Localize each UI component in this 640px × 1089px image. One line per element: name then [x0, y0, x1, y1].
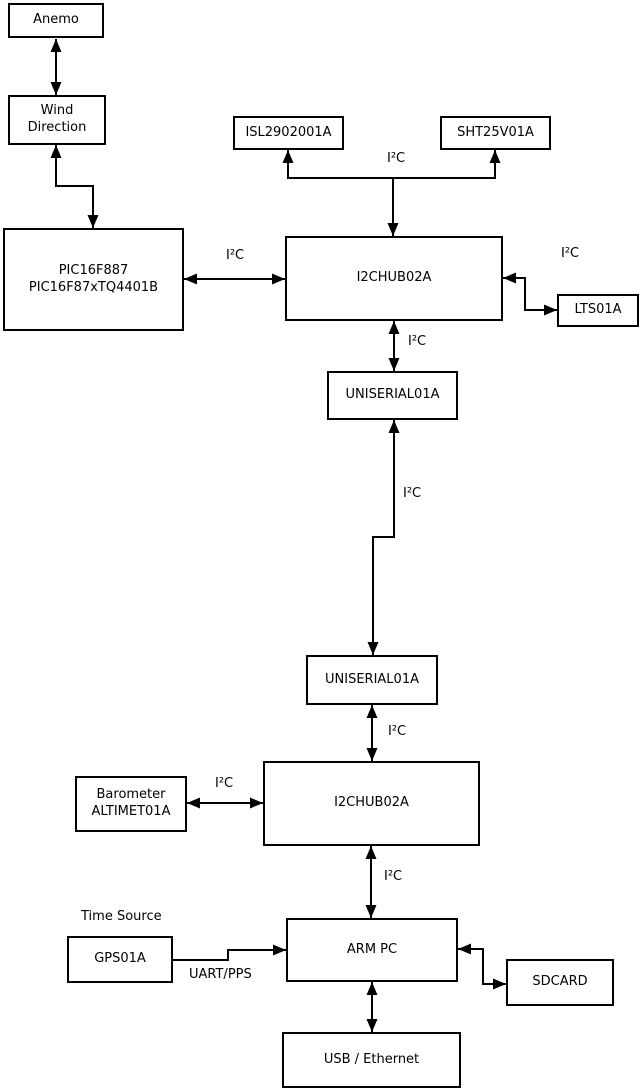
box-label: GPS01A	[94, 951, 146, 967]
label-uart-pps: UART/PPS	[189, 967, 252, 982]
connector-wind-pic	[50, 145, 99, 228]
box-sdcard: SDCARD	[506, 959, 614, 1006]
box-lts01a: LTS01A	[557, 294, 639, 327]
bus-label-i2c-hub-uniserial: I²C	[408, 334, 427, 349]
connector-hub-upper-lts	[503, 272, 557, 316]
bus-label-i2c-lts: I²C	[561, 246, 580, 261]
box-label: SDCARD	[532, 974, 588, 990]
bus-label-i2c-pic-hub: I²C	[226, 248, 245, 263]
connector-sensor-bus	[282, 150, 501, 179]
box-label: PIC16F887	[58, 262, 129, 278]
box-arm-pc: ARM PC	[286, 918, 458, 982]
box-gps01a: GPS01A	[67, 936, 173, 983]
box-label: UNISERIAL01A	[345, 387, 440, 403]
box-wind-direction: Wind Direction	[8, 95, 106, 145]
bus-label-i2c-barometer: I²C	[215, 776, 234, 791]
box-label: Anemo	[33, 12, 79, 28]
box-label: LTS01A	[574, 302, 622, 318]
connector-gps-armpc	[173, 944, 286, 961]
box-label: UNISERIAL01A	[325, 671, 419, 687]
box-label: ALTIMET01A	[91, 804, 171, 819]
box-label: I2CHUB02A	[334, 795, 409, 811]
box-label: USB / Ethernet	[323, 1051, 420, 1067]
box-label: ARM PC	[346, 941, 398, 957]
box-label: Direction	[27, 120, 87, 135]
box-anemo: Anemo	[8, 3, 104, 38]
box-isl2902001a: ISL2902001A	[233, 116, 344, 150]
box-i2chub02a-upper: I2CHUB02A	[285, 236, 503, 321]
box-pic16f887: PIC16F887 PIC16F87xTQ4401B	[3, 228, 184, 331]
box-label: I2CHUB02A	[356, 270, 432, 286]
box-sht25v01a: SHT25V01A	[440, 116, 551, 150]
box-barometer-altimet01a: Barometer ALTIMET01A	[75, 776, 187, 832]
bus-label-i2c-uniserial-link: I²C	[403, 486, 422, 501]
box-uniserial01a-lower: UNISERIAL01A	[306, 655, 438, 705]
box-label: ISL2902001A	[245, 124, 332, 140]
box-uniserial01a-upper: UNISERIAL01A	[327, 371, 458, 420]
label-time-source: Time Source	[81, 909, 162, 924]
box-label: Wind	[40, 103, 74, 119]
box-label: Barometer	[96, 787, 166, 803]
bus-label-i2c-uniserial-hub-lower: I²C	[388, 724, 407, 739]
box-usb-ethernet: USB / Ethernet	[282, 1032, 461, 1088]
connector-armpc-sdcard	[458, 943, 506, 990]
box-label: SHT25V01A	[457, 124, 534, 140]
connector-uniserial-link	[367, 420, 400, 655]
box-i2chub02a-lower: I2CHUB02A	[263, 761, 480, 846]
box-label: PIC16F87xTQ4401B	[28, 279, 159, 295]
bus-label-i2c-sensors: I²C	[387, 151, 406, 166]
bus-label-i2c-hub-arm: I²C	[384, 869, 403, 884]
